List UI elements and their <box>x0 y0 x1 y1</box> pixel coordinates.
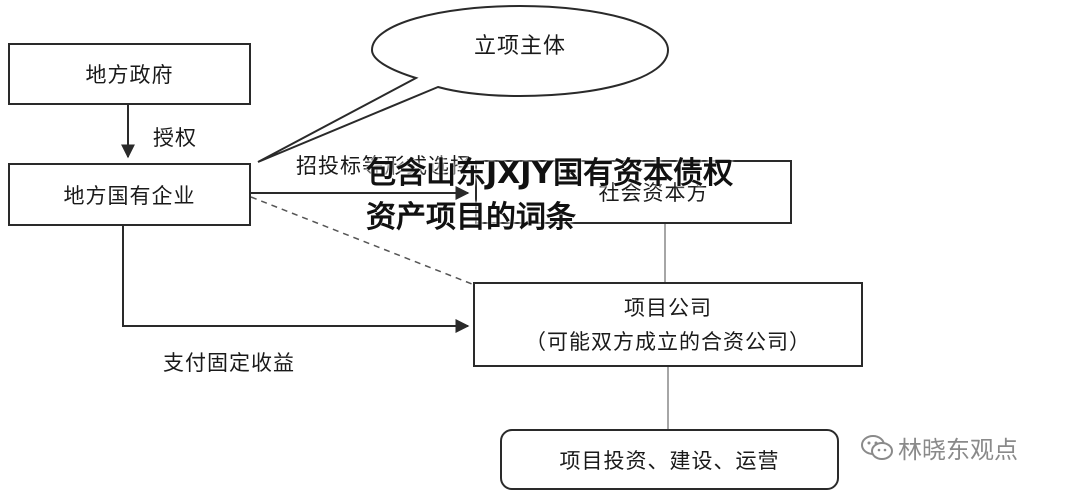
local-soe-label: 地方国有企业 <box>63 183 196 208</box>
watermark-text: 林晓东观点 <box>898 436 1018 464</box>
local-soe-node: 地方国有企业 <box>8 163 251 226</box>
fixed-income-label: 支付固定收益 <box>163 351 295 375</box>
fixed-income-arrow <box>122 226 470 333</box>
operations-label: 项目投资、建设、运营 <box>559 448 780 473</box>
social-capital-node: 社会资本方 <box>475 160 792 224</box>
overlay-title: 包含山东JXJY国有资本债权资产项目的词条 <box>366 156 734 235</box>
project-company-note: （可能双方成立的合资公司） <box>525 329 811 354</box>
initiator-bubble <box>257 4 670 163</box>
authorize-label: 授权 <box>153 126 197 150</box>
local-government-label: 地方政府 <box>85 63 174 87</box>
wechat-icon <box>861 434 893 460</box>
social-capital-label: 社会资本方 <box>598 181 709 205</box>
operations-node: 项目投资、建设、运营 <box>500 429 839 490</box>
project-company-title: 项目公司 <box>624 295 712 320</box>
bidding-label: 招投标等形式选择 <box>296 154 472 178</box>
project-initiator-label: 立项主体 <box>473 34 566 59</box>
project-company-node: 项目公司 （可能双方成立的合资公司） <box>473 282 863 367</box>
local-government-node: 地方政府 <box>8 43 251 105</box>
watermark: 林晓东观点 <box>860 430 1018 465</box>
